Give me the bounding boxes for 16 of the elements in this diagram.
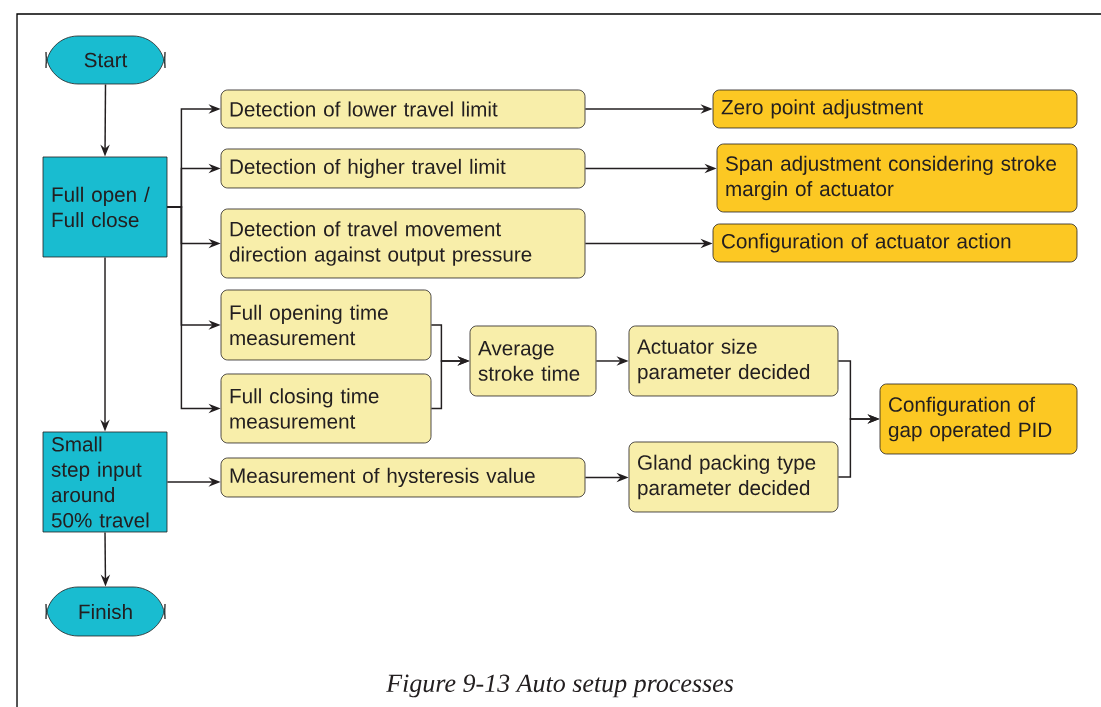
process-box: Full open / Full close <box>42 156 168 258</box>
caption: Figure 9-13 Auto setup processes <box>386 674 733 698</box>
process-box: Detection of higher travel limit <box>220 148 586 189</box>
process-box: Full opening time measurement <box>220 289 432 361</box>
result-box: Configuration of actuator action <box>712 223 1078 263</box>
process-box: Detection of lower travel limit <box>220 89 586 129</box>
process-box: Average stroke time <box>469 325 597 397</box>
process-box: Full closing time measurement <box>220 373 432 444</box>
process-box: Measurement of hysteresis value <box>220 457 586 498</box>
result-box: Configuration of gap operated PID <box>879 383 1078 455</box>
process-box: Detection of travel movement direction against output pressure <box>220 208 586 279</box>
result-box: Zero point adjustment <box>712 89 1078 129</box>
result-box: Span adjustment considering stroke margin of actuator <box>716 143 1078 213</box>
process-box: Small step input around 50% travel <box>42 431 168 533</box>
process-box: Gland packing type parameter decided <box>628 441 839 513</box>
process-box: Actuator size parameter decided <box>628 325 839 397</box>
